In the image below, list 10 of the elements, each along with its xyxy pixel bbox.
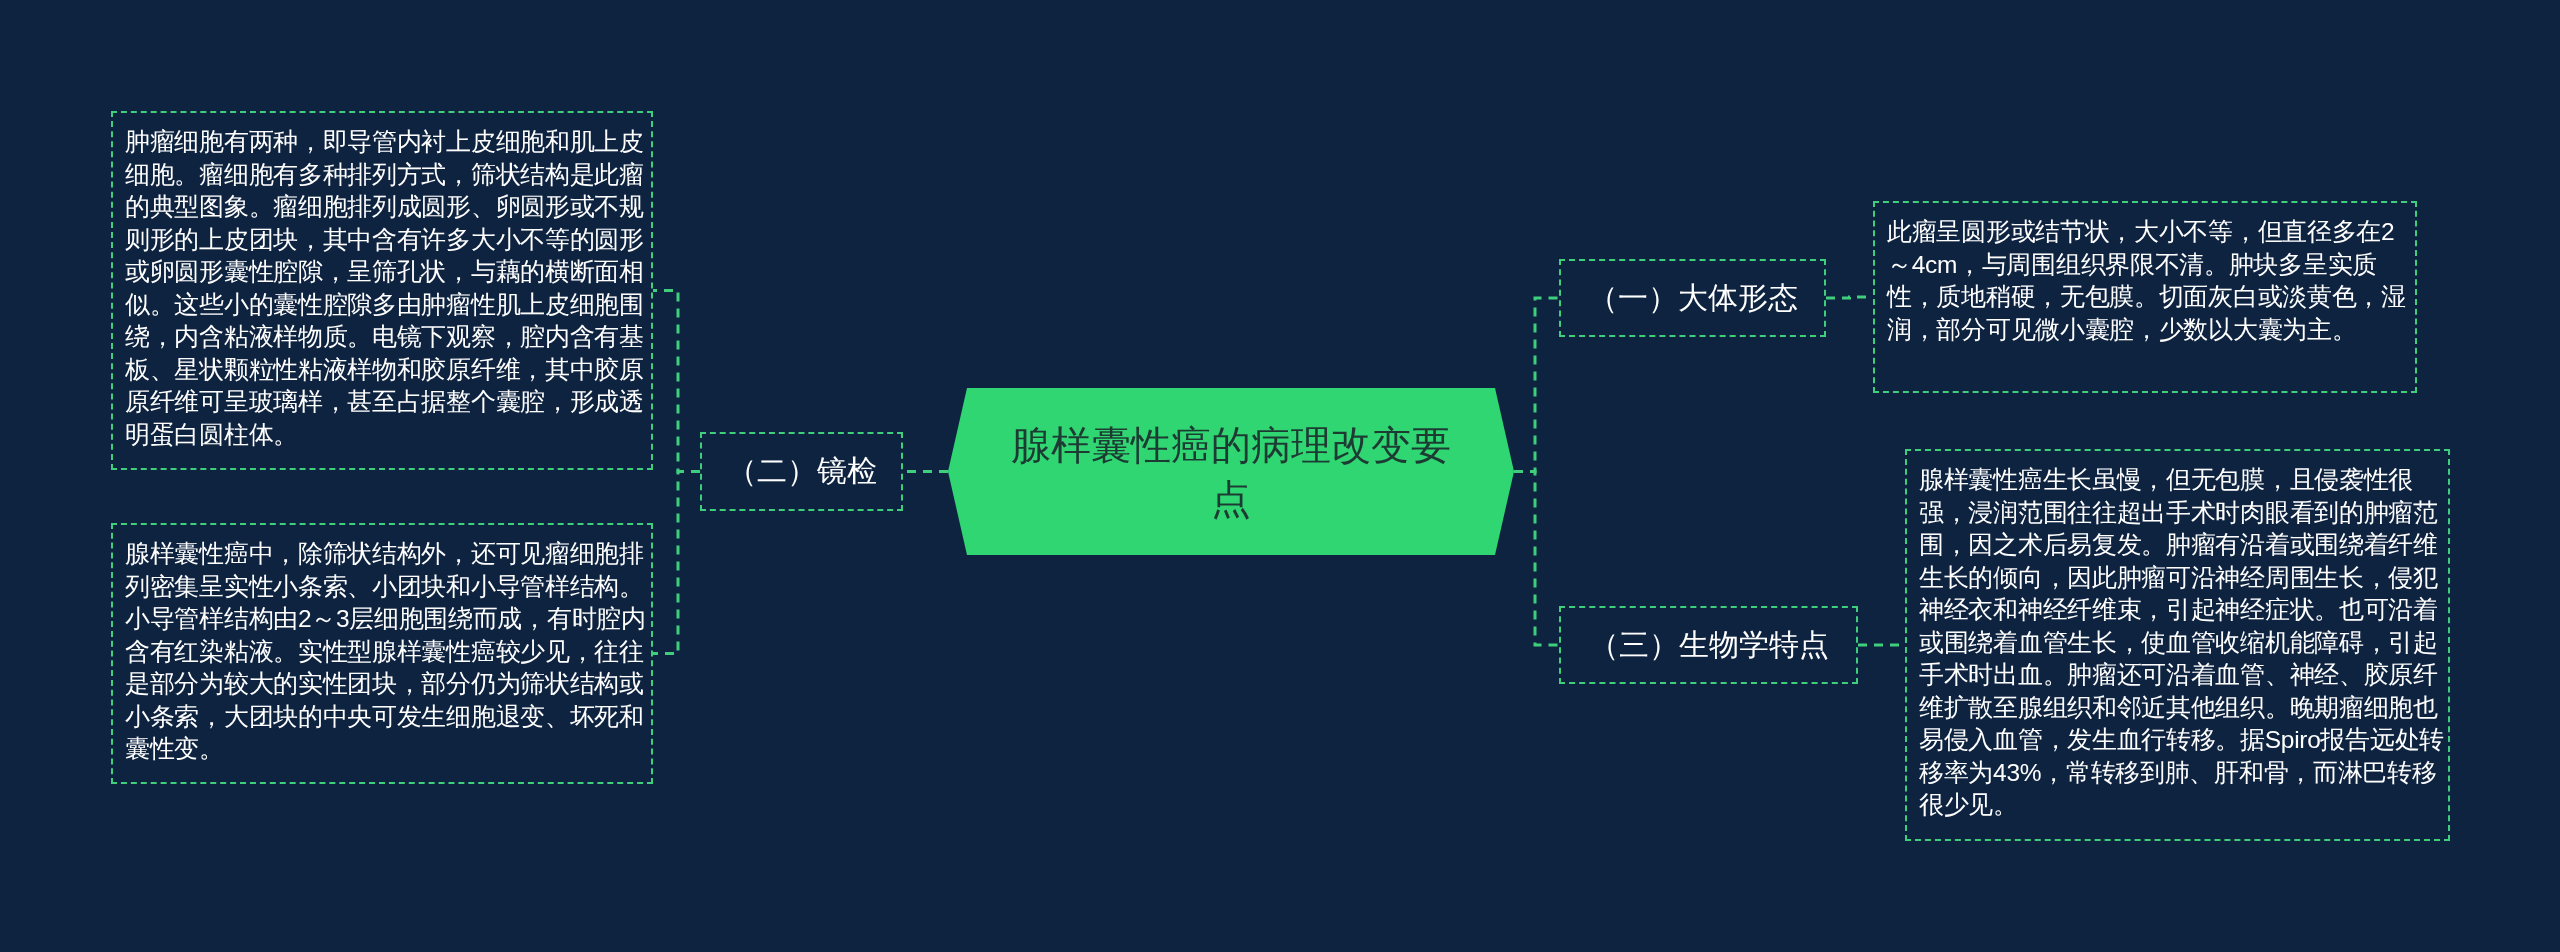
branch-box: （二）镜检 <box>700 432 903 511</box>
topic-hexagon: 腺样囊性癌的病理改变要点 <box>948 388 1514 555</box>
connector <box>1514 470 1559 647</box>
branch-box: （三）生物学特点 <box>1559 606 1858 684</box>
text-box: 此瘤呈圆形或结节状，大小不等，但直径多在2～4cm，与周围组织界限不清。肿块多呈实质性，质地稍硬，无包膜。切面灰白或淡黄色，湿润，部分可见微小囊腔，少数以大囊为主。 <box>1873 201 2417 393</box>
text-box: 腺样囊性癌中，除筛状结构外，还可见瘤细胞排列密集呈实性小条索、小团块和小导管样结构。小导管样结构由2～3层细胞围绕而成，有时腔内含有红染粘液。实性型腺样囊性癌较少见，往往是部分为较大的实性团块，部分仍为筛状结构或小条索，大团块的中央可发生细胞退变、坏死和囊性变。 <box>111 523 653 784</box>
branch-box: （一）大体形态 <box>1559 259 1826 337</box>
connector <box>653 470 700 655</box>
text-box: 腺样囊性癌生长虽慢，但无包膜，且侵袭性很强，浸润范围往往超出手术时肉眼看到的肿瘤范围，因之术后易复发。肿瘤有沿着或围绕着纤维生长的倾向，因此肿瘤可沿神经周围生长，侵犯神经衣和神经纤维束，引起神经症状。也可沿着或围绕着血管生长，使血管收缩机能障碍，引起手术时出血。肿瘤还可沿着血管、神经、胶原纤维扩散至腺组织和邻近其他组织。晚期瘤细胞也易侵入血管，发生血行转移。据Spiro报告远处转移率为43%，常转移到肺、肝和骨，而淋巴转移很少见。 <box>1905 449 2450 841</box>
text-box: 肿瘤细胞有两种，即导管内衬上皮细胞和肌上皮细胞。瘤细胞有多种排列方式，筛状结构是此瘤的典型图象。瘤细胞排列成圆形、卵圆形或不规则形的上皮团块，其中含有许多大小不等的圆形或卵圆形囊性腔隙，呈筛孔状，与藕的横断面相似。这些小的囊性腔隙多由肿瘤性肌上皮细胞围绕，内含粘液样物质。电镜下观察，腔内含有基板、星状颗粒性粘液样物和胶原纤维，其中胶原原纤维可呈玻璃样，甚至占据整个囊腔，形成透明蛋白圆柱体。 <box>111 111 653 470</box>
